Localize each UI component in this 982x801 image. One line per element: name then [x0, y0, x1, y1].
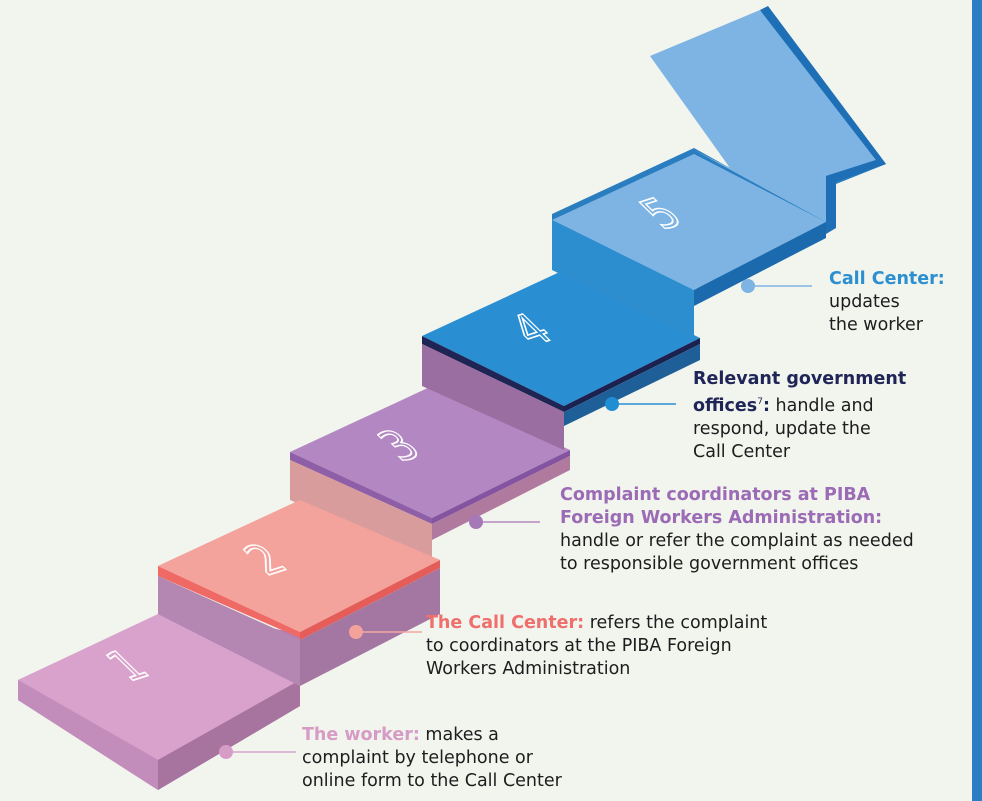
step-3-title-line-2: Foreign Workers Administration: [560, 508, 883, 528]
step-1-line-3: online form to the Call Center [302, 771, 562, 791]
step-3-label: Complaint coordinators at PIBA Foreign W… [560, 484, 914, 576]
step-3-dot [469, 515, 483, 529]
step-1-line-1: makes a [425, 725, 499, 745]
step-4-line-3: Call Center [693, 441, 791, 462]
step-4-title-line-2: offices [693, 395, 758, 416]
step-3-line-2: to responsible government offices [560, 554, 859, 574]
step-5-label: Call Center: updates the worker [829, 268, 945, 337]
step-5-line-2: the worker [829, 315, 923, 335]
step-2-label: The Call Center: refers the complaint to… [426, 612, 767, 681]
step-2-line-3: Workers Administration [426, 659, 631, 679]
step-4-label: Relevant government offices7: handle and… [693, 369, 907, 462]
step-5-title: Call Center: [829, 269, 945, 289]
step-1-line-2: complaint by telephone or [302, 748, 533, 768]
step-4-dot [605, 397, 619, 411]
step-4-line-1: handle and [775, 395, 874, 416]
step-4-footnote: 7 [757, 397, 763, 407]
step-5-line-1: updates [829, 292, 900, 312]
step-1-dot [219, 745, 233, 759]
right-accent-bar [972, 0, 982, 801]
step-2-title: The Call Center: [426, 613, 585, 633]
step-5-arrow [552, 6, 886, 340]
step-2-line-1: refers the complaint [589, 613, 768, 633]
step-1-label: The worker: makes a complaint by telepho… [302, 724, 562, 793]
connectors [219, 279, 812, 759]
step-1-title: The worker: [302, 725, 420, 745]
step-2-line-2: to coordinators at the PIBA Foreign [426, 636, 732, 656]
step-4-title-line-1: Relevant government [693, 369, 907, 389]
step-4-line-2: respond, update the [693, 418, 871, 439]
step-5-dot [741, 279, 755, 293]
step-2-dot [349, 625, 363, 639]
step-3-title-line-1: Complaint coordinators at PIBA [560, 485, 871, 505]
step-3-line-1: handle or refer the complaint as needed [560, 531, 914, 551]
